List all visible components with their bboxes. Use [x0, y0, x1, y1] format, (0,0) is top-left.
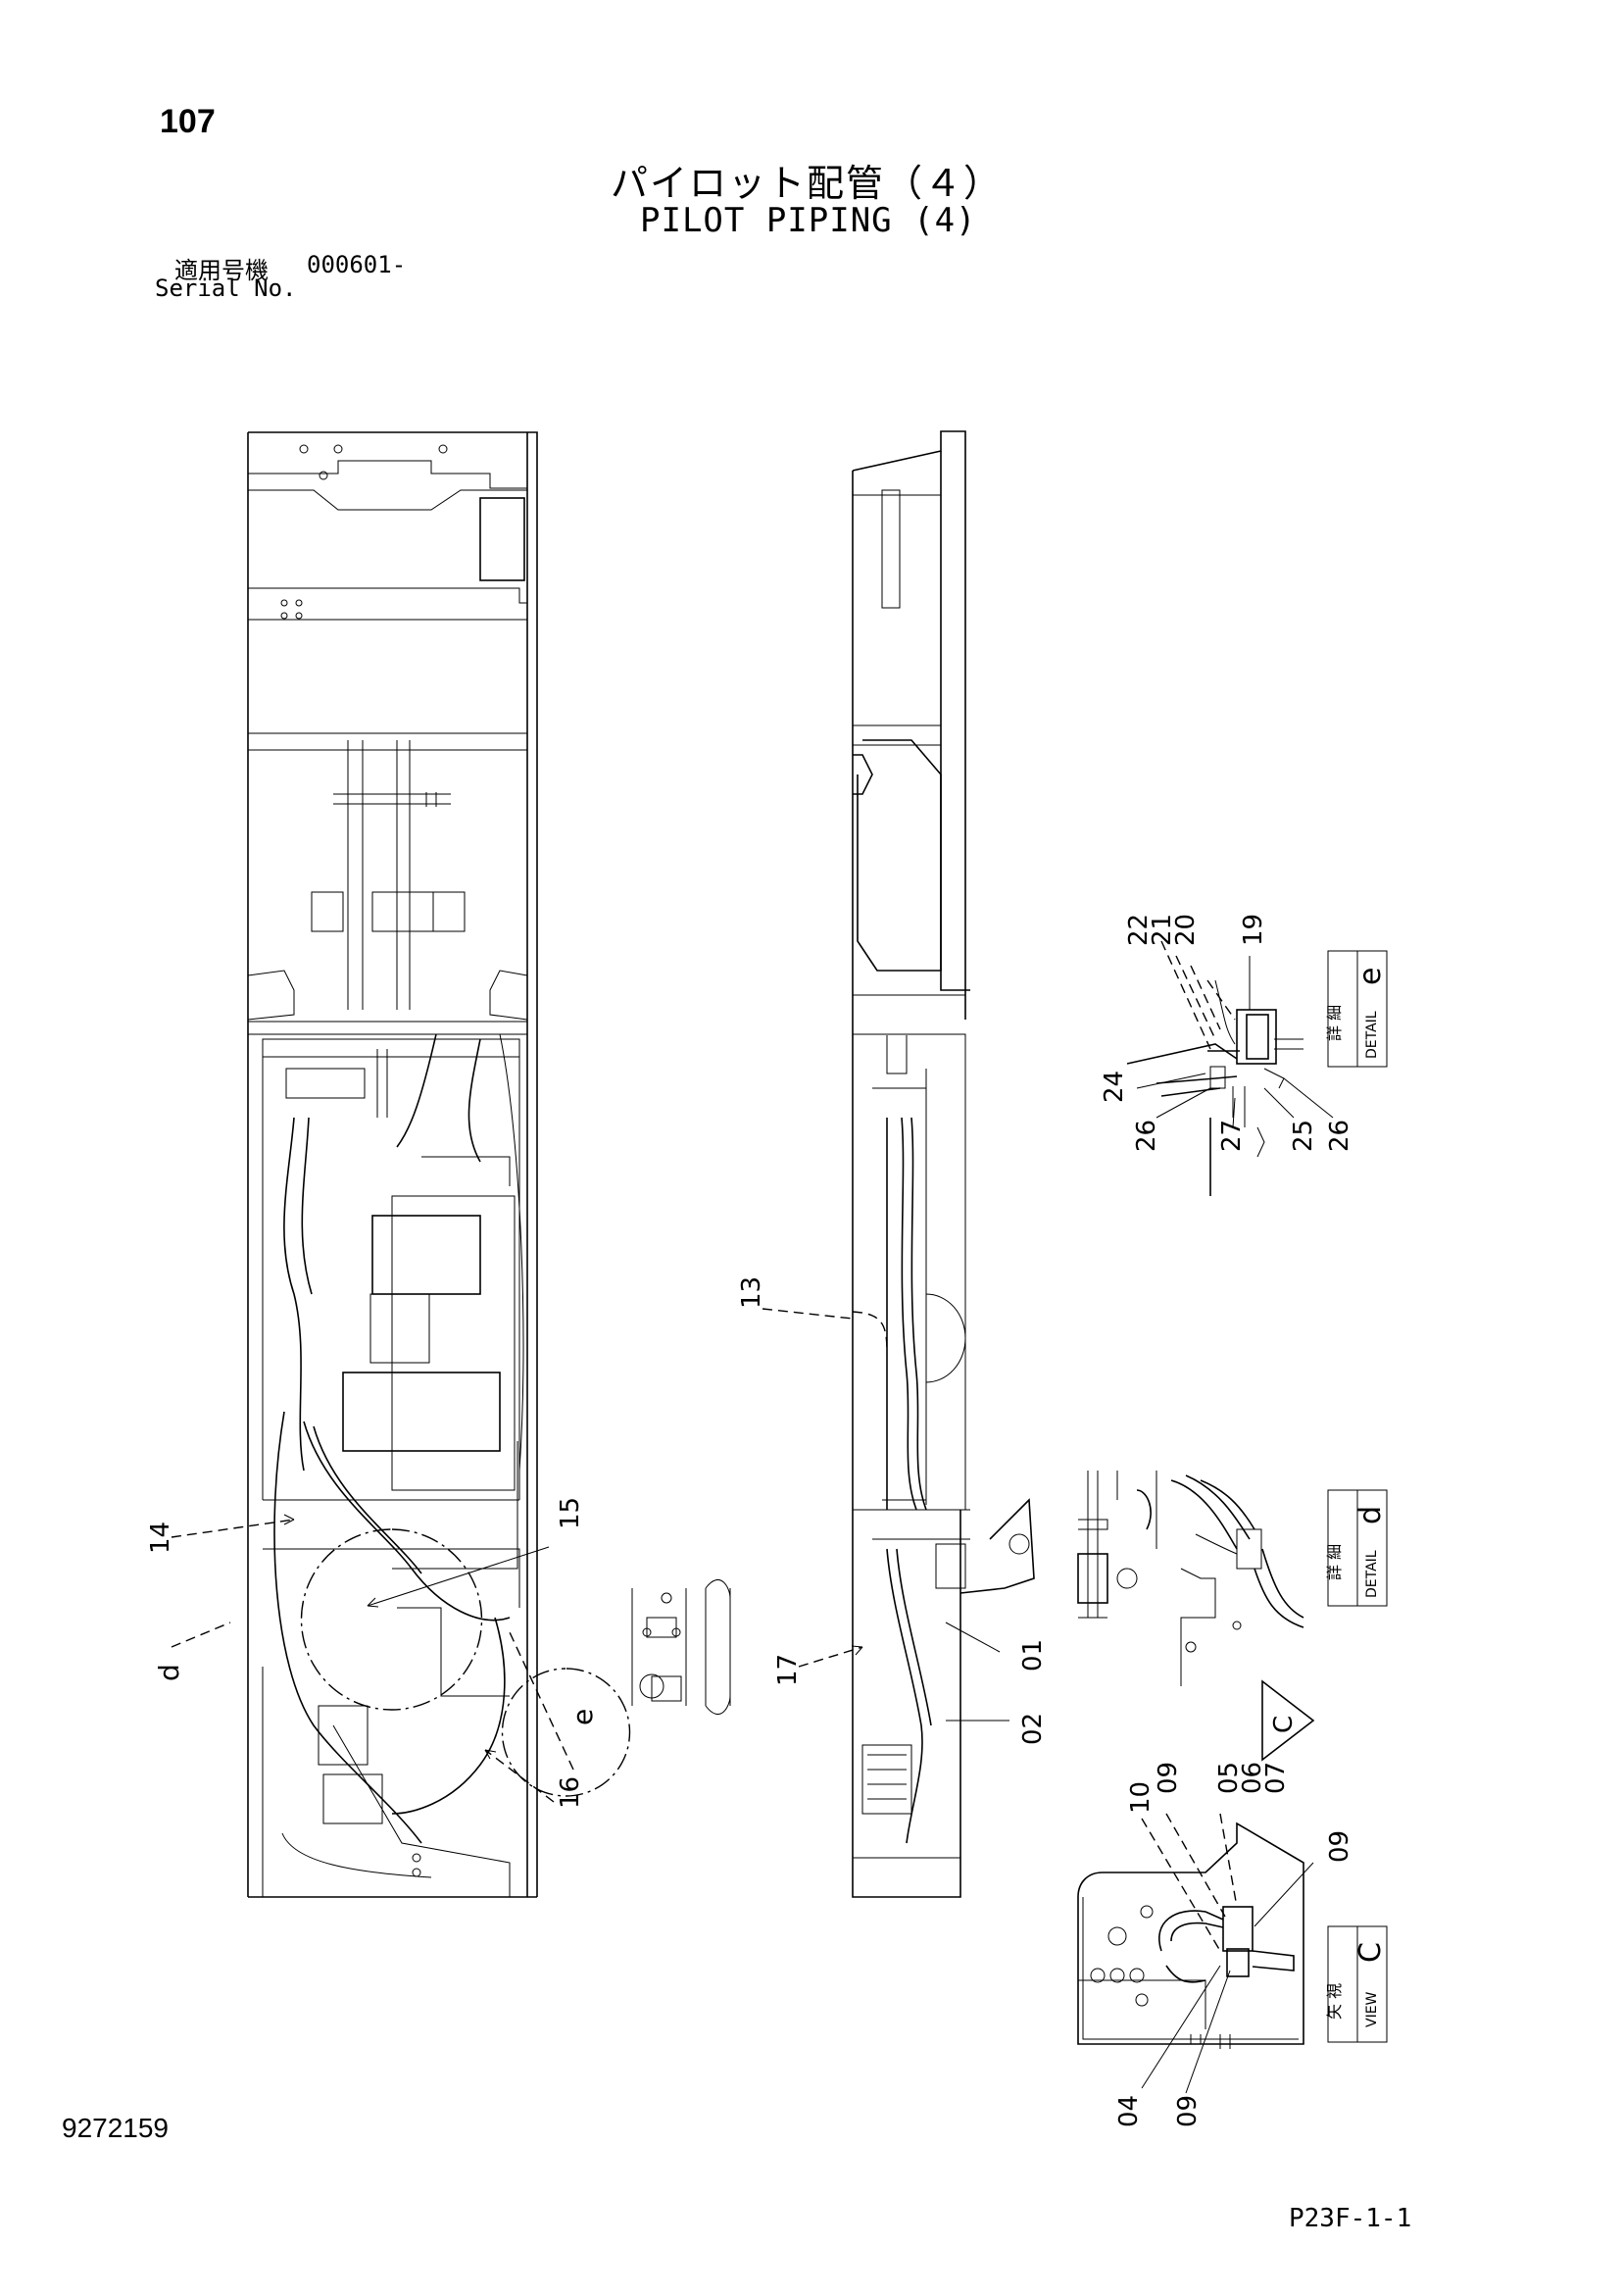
detail-e-tag: 詳 細 DETAIL e: [1325, 950, 1388, 1068]
page-code: P23F-1-1: [1289, 2204, 1412, 2233]
callout-d-letter: d: [153, 1664, 185, 1681]
callout-02: 02: [1018, 1713, 1048, 1745]
callout-09-right: 09: [1325, 1830, 1354, 1863]
callout-19: 19: [1239, 914, 1268, 946]
callout-21: 21: [1148, 914, 1177, 946]
page-title-english: PILOT PIPING (4): [640, 201, 977, 240]
detail-d-drawing: [1077, 1471, 1304, 1686]
view-c-arrow: C: [1261, 1679, 1315, 1762]
callout-27: 27: [1217, 1120, 1247, 1152]
callout-15: 15: [556, 1497, 585, 1529]
callout-22: 22: [1124, 914, 1154, 946]
serial-label-english: Serial No.: [155, 275, 297, 302]
view-c-arrow-letter: C: [1269, 1716, 1299, 1733]
callout-10: 10: [1126, 1781, 1156, 1814]
callout-26-left: 26: [1132, 1120, 1161, 1152]
callout-09-bottom: 09: [1173, 2095, 1203, 2127]
detail-d-en: DETAIL: [1364, 1550, 1380, 1598]
callout-e-letter: e: [566, 1709, 599, 1725]
callout-05: 05: [1214, 1762, 1244, 1794]
detail-e-letter: e: [1353, 968, 1388, 985]
view-c-letter: C: [1353, 1942, 1388, 1963]
page-number: 107: [160, 103, 216, 140]
callout-13: 13: [737, 1276, 766, 1309]
callout-20: 20: [1171, 914, 1201, 946]
view-c-en: VIEW: [1364, 1991, 1380, 2027]
callout-24: 24: [1100, 1071, 1129, 1103]
detail-e-en: DETAIL: [1364, 1011, 1380, 1059]
page-title-japanese: パイロット配管（４）: [611, 162, 1004, 205]
callout-26-right: 26: [1325, 1120, 1354, 1152]
callout-25: 25: [1289, 1120, 1318, 1152]
callout-04: 04: [1114, 2095, 1144, 2127]
callout-leaders: [171, 940, 1334, 2094]
view-c-tag: 矢 視 VIEW C: [1325, 1925, 1388, 2043]
callout-06: 06: [1238, 1762, 1267, 1794]
component-symbol-detail: [631, 1579, 731, 1715]
callout-07: 07: [1261, 1762, 1291, 1794]
document-number: 9272159: [62, 2113, 170, 2143]
callout-01: 01: [1018, 1639, 1048, 1672]
view-c-drawing: [1077, 1822, 1304, 2049]
middle-boom-view: [852, 430, 1035, 1898]
detail-d-jp: 詳 細: [1325, 1544, 1344, 1580]
serial-label-japanese: 適用号機: [174, 257, 269, 284]
callout-16: 16: [556, 1776, 585, 1809]
callout-14: 14: [146, 1522, 175, 1554]
left-frame-view: [247, 431, 631, 1898]
detail-d-tag: 詳 細 DETAIL d: [1325, 1489, 1388, 1607]
view-c-jp: 矢 視: [1325, 1983, 1344, 2020]
detail-e-drawing: [1126, 979, 1303, 1196]
detail-e-jp: 詳 細: [1325, 1005, 1344, 1041]
detail-d-letter: d: [1353, 1506, 1388, 1524]
serial-number-value: 000601-: [307, 251, 407, 278]
callout-17: 17: [773, 1654, 803, 1686]
callout-09-top: 09: [1154, 1762, 1183, 1794]
callout-labels: 14 d 15 e 16 13 17 01 02 22 21 20 19 24 …: [146, 914, 1354, 2127]
